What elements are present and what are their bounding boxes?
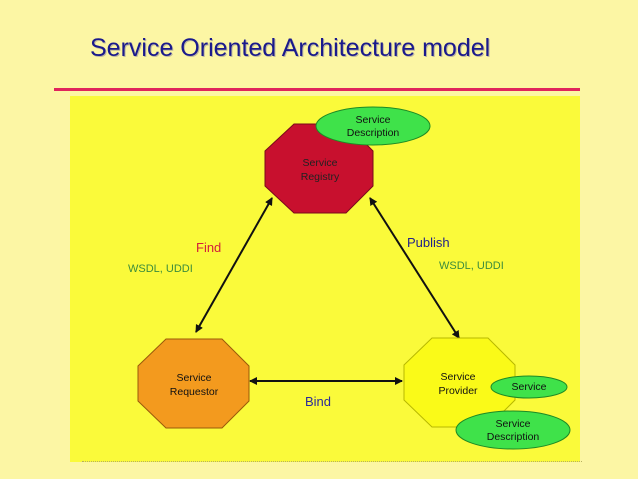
find-arrow <box>195 197 273 333</box>
bind-label: Bind <box>305 394 332 409</box>
title-underline <box>54 88 580 91</box>
provider-description-ellipse <box>455 410 571 450</box>
service-requestor-node <box>137 338 250 429</box>
provider-service-ellipse <box>490 375 568 399</box>
provider-description-text: Service Description <box>486 418 540 443</box>
registry-description-ellipse <box>315 106 431 146</box>
find-protocols-label: WSDL, UDDI <box>128 263 193 275</box>
provider-service-text: Service <box>511 381 547 393</box>
publish-label: Publish <box>407 235 450 250</box>
registry-description-text: Service Description <box>346 114 400 139</box>
service-provider-label: Service Provider <box>438 371 478 397</box>
service-registry-label: Service Registry <box>300 157 340 183</box>
slide-title: Service Oriented Architecture model <box>90 34 491 62</box>
find-label: Find <box>196 240 222 255</box>
service-requestor-label: Service Requestor <box>169 372 219 398</box>
footer-divider <box>82 461 582 463</box>
publish-protocols-label: WSDL, UDDI <box>439 260 504 272</box>
publish-arrow <box>369 197 460 339</box>
